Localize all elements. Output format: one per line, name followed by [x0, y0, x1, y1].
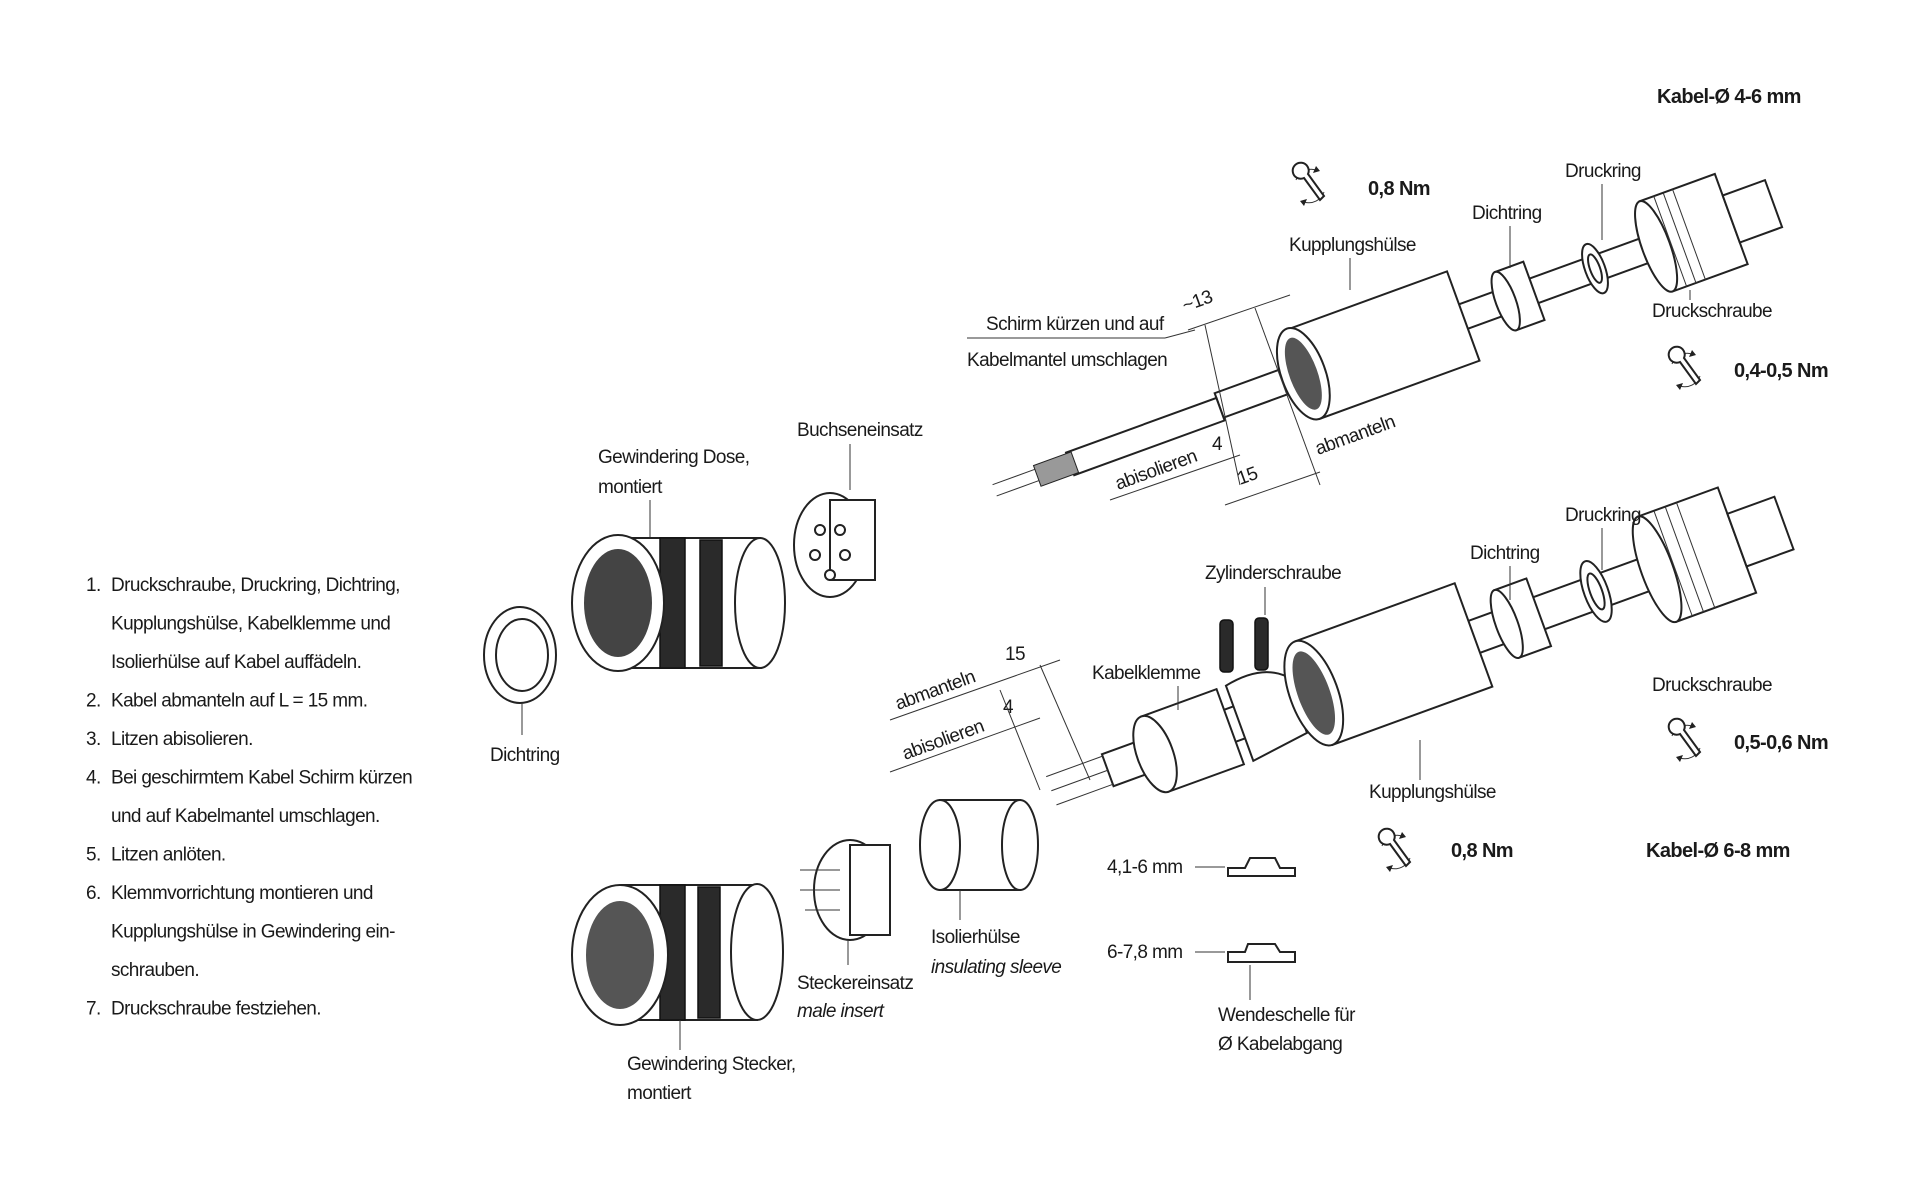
label-insulating-sleeve: insulating sleeve [931, 957, 1061, 978]
seal-ring-left [483, 606, 557, 704]
cable-range-bottom: Kabel-Ø 6-8 mm [1646, 840, 1790, 862]
instruction-line: Litzen anlöten. [111, 845, 226, 866]
label-dichtring-top: Dichtring [1472, 203, 1542, 224]
left-parts: Buchseneinsatz Gewindering Dose, montier… [483, 420, 1062, 1104]
label-wendeschelle-2: Ø Kabelabgang [1218, 1034, 1342, 1055]
top-assembly: Kabel-Ø 4-6 mm 0,8 Nm 0,4-0,5 Nm [967, 86, 1829, 506]
instruction-line: und auf Kabelmantel umschlagen. [111, 806, 380, 827]
label-schirm-2: Kabelmantel umschlagen [967, 350, 1167, 371]
instruction-number: 6. [86, 883, 101, 904]
instruction-line: Kupplungshülse, Kabelklemme und [111, 614, 390, 635]
label-gewindering-stecker-2: montiert [627, 1083, 692, 1104]
label-dichtring-bottom: Dichtring [1470, 543, 1540, 564]
socket-thread-ring [571, 534, 786, 672]
label-clamp-small: 4,1-6 mm [1107, 857, 1182, 878]
instruction-number: 7. [86, 999, 101, 1020]
socket-insert [793, 492, 876, 598]
label-gewindering-dose-1: Gewindering Dose, [598, 447, 749, 468]
instruction-line: schrauben. [111, 960, 199, 981]
label-steckereinsatz: Steckereinsatz [797, 973, 913, 994]
dim-label-abmanteln-bottom: abmanteln [893, 666, 979, 714]
label-druckschraube-top: Druckschraube [1652, 301, 1772, 322]
instruction-number: 3. [86, 729, 101, 750]
instruction-number: 5. [86, 845, 101, 866]
instruction-line: Klemmvorrichtung montieren und [111, 883, 373, 904]
reversible-clamp-small [1227, 857, 1296, 877]
instruction-line: Druckschraube festziehen. [111, 999, 321, 1020]
torque-wrench-icon [1667, 717, 1701, 763]
instruction-number: 2. [86, 691, 101, 712]
instruction-line: Kabel abmanteln auf L = 15 mm. [111, 691, 367, 712]
dim-4-bottom: 4 [1003, 697, 1014, 718]
instruction-line: Druckschraube, Druckring, Dichtring, [111, 575, 400, 596]
label-druckschraube-bottom: Druckschraube [1652, 675, 1772, 696]
dim-label-abmanteln-top: abmanteln [1313, 411, 1399, 459]
cable-top [992, 172, 1784, 497]
insulating-sleeve [919, 799, 1039, 891]
torque-screw-bottom: 0,5-0,6 Nm [1734, 732, 1828, 754]
cylinder-screw [1254, 617, 1269, 671]
label-wendeschelle-1: Wendeschelle für [1218, 1005, 1356, 1026]
plug-thread-ring [571, 883, 784, 1026]
instruction-number: 4. [86, 768, 101, 789]
label-kupplungshuelse-top: Kupplungshülse [1289, 235, 1416, 256]
dim-15-top: 15 [1235, 463, 1261, 490]
label-zylinderschraube: Zylinderschraube [1205, 563, 1341, 584]
torque-wrench-icon [1667, 345, 1701, 391]
label-dichtring-left: Dichtring [490, 745, 560, 766]
label-druckring-bottom: Druckring [1565, 505, 1641, 526]
label-gewindering-stecker-1: Gewindering Stecker, [627, 1054, 796, 1075]
torque-screw-top: 0,4-0,5 Nm [1734, 360, 1828, 382]
male-insert [800, 839, 891, 941]
label-schirm-1: Schirm kürzen und auf [986, 314, 1165, 335]
instruction-number: 1. [86, 575, 101, 596]
instruction-line: Isolierhülse auf Kabel auffädeln. [111, 652, 361, 673]
label-male-insert: male insert [797, 1001, 885, 1022]
label-druckring-top: Druckring [1565, 161, 1641, 182]
instruction-line: Bei geschirmtem Kabel Schirm kürzen [111, 768, 412, 789]
label-gewindering-dose-2: montiert [598, 477, 663, 498]
instruction-line: Kupplungshülse in Gewindering ein- [111, 922, 395, 943]
torque-wrench-icon [1291, 161, 1325, 207]
label-buchseneinsatz: Buchseneinsatz [797, 420, 923, 441]
dim-13: ~13 [1180, 287, 1216, 317]
dim-4-top: 4 [1212, 434, 1223, 455]
torque-wrench-icon [1377, 827, 1411, 873]
label-kabelklemme: Kabelklemme [1092, 663, 1201, 684]
instruction-list: 1. Druckschraube, Druckring, Dichtring, Ku… [86, 575, 413, 1020]
dim-15-bottom: 15 [1005, 644, 1025, 665]
bottom-assembly: Zylinderschraube [889, 486, 1829, 1055]
cable-range-top: Kabel-Ø 4-6 mm [1657, 86, 1801, 108]
cable-bottom [1046, 486, 1795, 806]
dim-label-abisolieren-bottom: abisolieren [900, 716, 987, 765]
torque-coupling-top: 0,8 Nm [1368, 178, 1430, 200]
reversible-clamp-large [1227, 943, 1296, 963]
cylinder-screw [1219, 619, 1234, 673]
label-clamp-large: 6-7,8 mm [1107, 942, 1182, 963]
label-isolierhuelse: Isolierhülse [931, 927, 1020, 948]
label-kupplungshuelse-bottom: Kupplungshülse [1369, 782, 1496, 803]
instruction-line: Litzen abisolieren. [111, 729, 253, 750]
torque-coupling-bottom: 0,8 Nm [1451, 840, 1513, 862]
